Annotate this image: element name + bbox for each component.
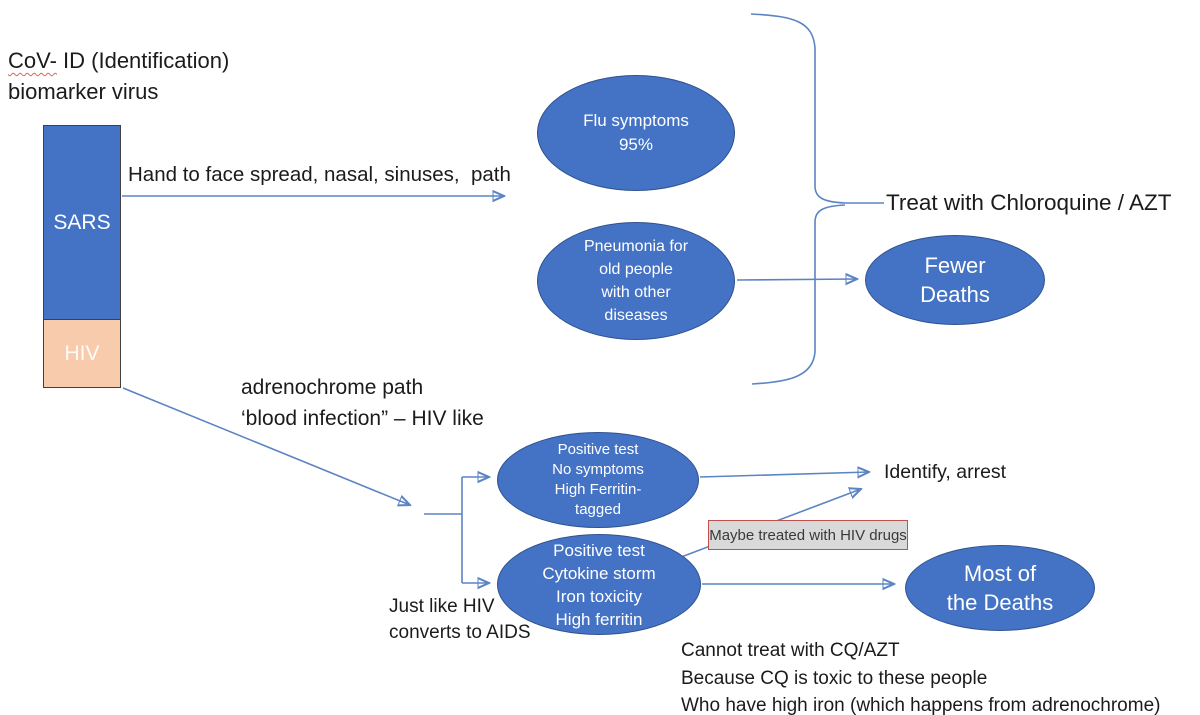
most-deaths-node: Most of the Deaths <box>905 545 1095 631</box>
just-like-hiv-label: Just like HIV converts to AIDS <box>389 596 531 643</box>
title-line2: biomarker virus <box>8 79 159 104</box>
sars-label: SARS <box>53 210 111 234</box>
diagram-title: CoV- ID (Identification) biomarker virus <box>8 45 229 107</box>
positive-test-to-identify-arrow <box>699 472 869 477</box>
identify-arrest-label: Identify, arrest <box>884 461 1007 483</box>
treat-chloroquine-label: Treat with Chloroquine / AZT <box>886 190 1172 215</box>
pneumonia-node: Pneumonia for old people with other dise… <box>537 222 735 340</box>
title-line1: CoV- ID (Identification) <box>8 45 229 76</box>
flu-symptoms-node: Flu symptoms 95% <box>537 75 735 191</box>
virus-stacked-bar: SARS HIV <box>43 125 121 388</box>
fewer-deaths-node: Fewer Deaths <box>865 235 1045 325</box>
brace-lower <box>751 204 846 385</box>
pneumonia-to-fewer-deaths-arrow <box>736 279 857 280</box>
bar-segment-sars: SARS <box>44 126 120 319</box>
bar-segment-hiv: HIV <box>44 319 120 387</box>
positive-test-tagged-node: Positive test No symptoms High Ferritin-… <box>497 432 699 528</box>
hiv-label: HIV <box>64 341 100 365</box>
maybe-treated-hiv-drugs-box: Maybe treated with HIV drugs <box>708 520 908 550</box>
adrenochrome-path-arrow <box>122 387 410 505</box>
cannot-treat-note: Cannot treat with CQ/AZT Because CQ is t… <box>681 640 1161 715</box>
title-cov: CoV- <box>8 48 57 73</box>
adrenochrome-path-label: adrenochrome path ‘blood infection” – HI… <box>241 376 484 430</box>
positive-test-cytokine-node: Positive test Cytokine storm Iron toxici… <box>497 534 701 635</box>
hand-to-face-path-label: Hand to face spread, nasal, sinuses, pat… <box>128 163 511 186</box>
title-rest: ID (Identification) <box>56 48 230 73</box>
brace-upper <box>750 13 884 204</box>
